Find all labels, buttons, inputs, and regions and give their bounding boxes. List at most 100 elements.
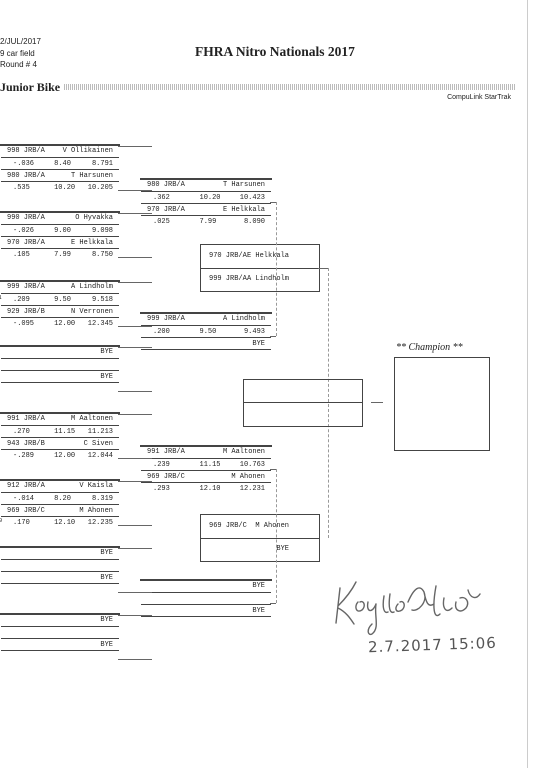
dial-in: 8.40: [54, 160, 71, 168]
connector-dashed-line: [276, 469, 277, 603]
connector-line: [270, 469, 276, 470]
connector-line: [118, 525, 152, 526]
reaction-time: -.036: [13, 160, 35, 168]
racer-name: BYE: [100, 641, 113, 649]
elapsed-time: 8.319: [91, 495, 113, 503]
car-number: 970 JRB/A: [7, 239, 45, 247]
connector-line: [371, 402, 383, 403]
entrant-times-row: .025 7.99 8.090: [141, 215, 271, 228]
champion-label: ** Champion **: [396, 342, 463, 353]
entrant-name-row: BYE: [1, 547, 119, 559]
reaction-time: .239: [153, 461, 170, 469]
event-title: FHRA Nitro Nationals 2017: [195, 44, 355, 59]
connector-line: [118, 548, 152, 549]
field-size: 9 car field: [0, 49, 35, 58]
header-hatch-bar: [64, 84, 516, 90]
racer-name: BYE: [276, 545, 289, 553]
dial-in: 9.50: [54, 296, 71, 304]
reaction-time: -.014: [13, 495, 35, 503]
elapsed-time: 12.231: [239, 485, 265, 493]
reaction-time: .170: [13, 519, 30, 527]
entrant-name-row: BYE: [1, 346, 119, 358]
connector-line: [270, 202, 276, 203]
racer-name: T Harsunen: [222, 181, 265, 189]
dial-in: 12.10: [199, 485, 221, 493]
racer-name: N Verronen: [70, 308, 113, 316]
reaction-time: .209: [13, 296, 30, 304]
dial-in: 12.10: [54, 519, 76, 527]
entrant-name-row: 980 JRB/A T Harsunen: [141, 179, 271, 191]
racer-name: V Kaisla: [79, 482, 113, 490]
entrant-times-row: [141, 616, 271, 629]
racer-name: M Ahonen: [255, 522, 289, 530]
page-edge-line: [527, 0, 528, 768]
car-number: 998 JRB/A: [7, 147, 45, 155]
entrant-name-row: 929 JRB/B N Verronen: [1, 305, 119, 318]
racer-name: E Helkkala: [70, 239, 113, 247]
racer-name: BYE: [252, 340, 265, 348]
reaction-time: .200: [153, 328, 170, 336]
racer-name: V Ollikainen: [62, 147, 113, 155]
reaction-time: .025: [153, 218, 170, 226]
dial-in: 7.99: [199, 218, 217, 226]
round-number: Round # 4: [0, 60, 37, 69]
dial-in: 10.20: [199, 194, 221, 202]
elapsed-time: 10.423: [239, 194, 265, 202]
lane-number: 11: [0, 295, 2, 301]
lane-number: 19: [0, 518, 3, 524]
racer-name: A Lindholm: [222, 315, 265, 323]
dial-in: 12.00: [54, 452, 76, 460]
car-number: 980 JRB/A: [7, 172, 45, 180]
entrant-times-row: [141, 349, 271, 362]
racer-name: M Ahonen: [79, 507, 113, 515]
entrant-times-row: [1, 583, 119, 596]
entrant-times-row: [1, 559, 119, 572]
racer-name: BYE: [252, 607, 265, 615]
elapsed-time: 9.098: [91, 227, 113, 235]
racer-name: E Helkkala: [246, 252, 289, 260]
entrant-times-row: [141, 592, 271, 605]
car-number: 991 JRB/A: [147, 448, 185, 456]
entrant-name-row: BYE: [141, 580, 271, 592]
racer-name: A Lindholm: [70, 283, 113, 291]
car-number: 991 JRB/A: [7, 415, 45, 423]
car-number: 980 JRB/A: [147, 181, 185, 189]
reaction-time: -.289: [13, 452, 35, 460]
elapsed-time: 8.090: [243, 218, 265, 226]
elapsed-time: 10.205: [87, 184, 113, 192]
car-number: 999 JRB/A: [147, 315, 185, 323]
connector-line: [118, 347, 152, 348]
elapsed-time: 12.345: [87, 320, 113, 328]
signature-image: [335, 581, 481, 636]
brand-label: CompuLink StarTrak: [447, 94, 511, 101]
car-number: 929 JRB/B: [7, 308, 45, 316]
connector-line: [118, 213, 152, 214]
connector-line: [118, 190, 152, 191]
racer-name: C Siven: [83, 440, 113, 448]
entrant-times-row: [1, 650, 119, 663]
connector-line: [118, 458, 152, 459]
car-number: 943 JRB/B: [7, 440, 45, 448]
car-number: 999 JRB/A: [209, 275, 247, 283]
connector-line: [118, 326, 152, 327]
connector-line: [118, 481, 152, 482]
racer-name: BYE: [252, 582, 265, 590]
